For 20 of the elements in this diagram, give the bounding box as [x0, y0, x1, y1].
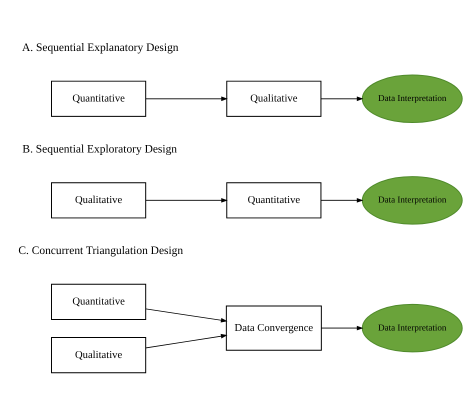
node-box: Quantitative — [226, 182, 322, 218]
arrow — [320, 96, 364, 102]
label: B. Sequential Exploratory Design — [22, 144, 178, 156]
node-box: Qualitative — [226, 80, 322, 117]
node-box: Quantitative — [51, 284, 146, 320]
node-ellipse: Data Interpretation — [362, 74, 463, 124]
arrow — [145, 334, 228, 348]
arrow — [145, 198, 228, 203]
node-box: Qualitative — [51, 182, 146, 218]
node-box: Quantitative — [51, 80, 146, 117]
arrow — [145, 308, 228, 322]
label: A. Sequential Explanatory Design — [22, 42, 179, 54]
node-ellipse: Data Interpretation — [362, 176, 463, 225]
node-ellipse: Data Interpretation — [362, 304, 463, 352]
arrow — [320, 198, 364, 203]
node-box: Qualitative — [51, 337, 146, 374]
label: C. Concurrent Triangulation Design — [18, 245, 184, 258]
arrow — [145, 96, 228, 102]
node-box: Data Convergence — [226, 305, 322, 351]
arrow — [320, 326, 364, 330]
